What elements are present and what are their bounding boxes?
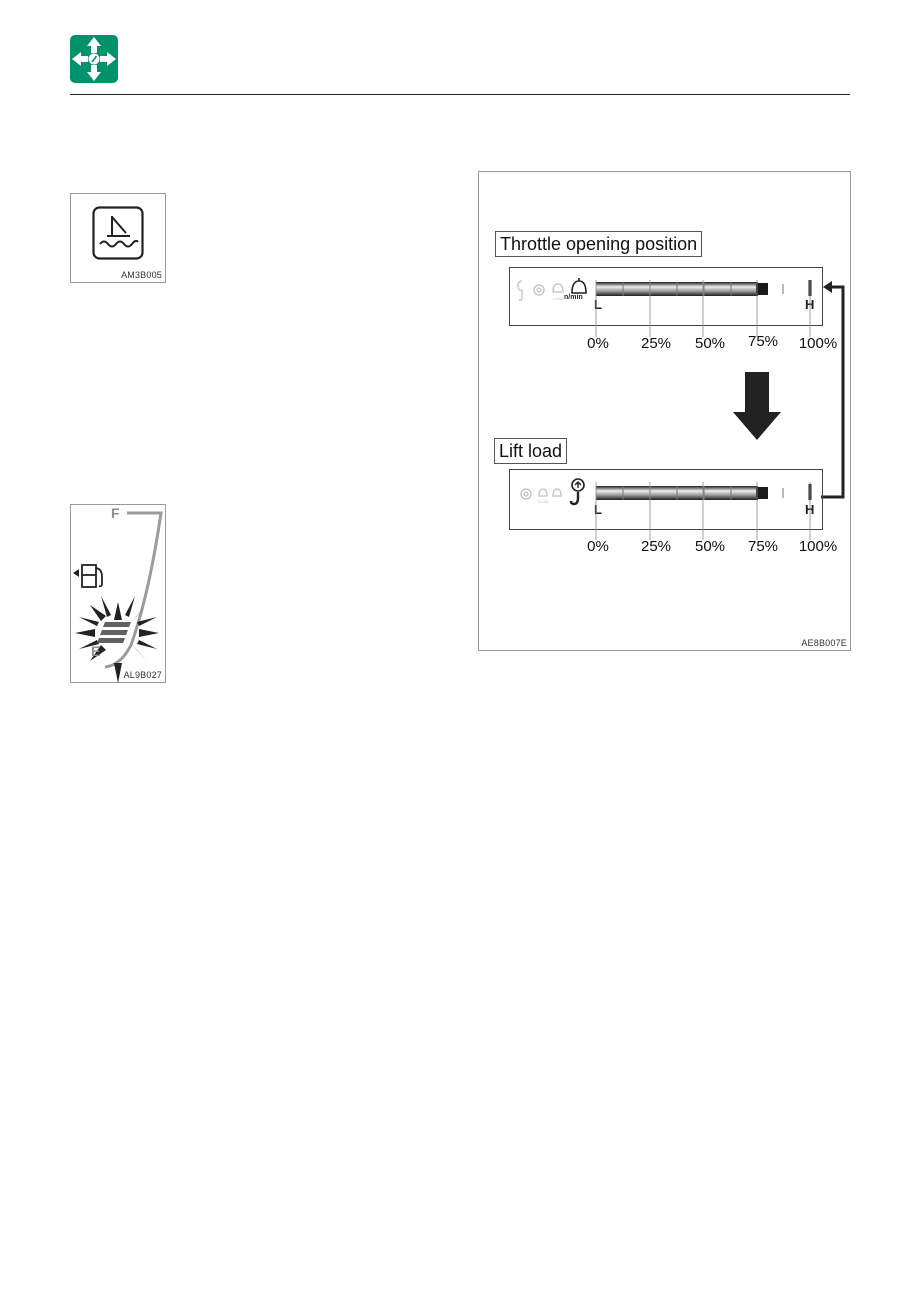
- svg-text:LOAD: LOAD: [553, 296, 564, 301]
- panel-title-lift-load: Lift load: [494, 438, 568, 464]
- fuel-empty-label: E: [91, 643, 101, 659]
- engine-speed-icon: [571, 278, 587, 294]
- figure-code: AL9B027: [123, 670, 162, 680]
- status-icons: LOAD: [517, 280, 564, 301]
- hydraulic-oil-temperature-icon: [92, 206, 144, 260]
- tick-label: 0%: [587, 538, 609, 555]
- low-label: L: [594, 297, 602, 312]
- fuel-gauge-diagram: [73, 511, 163, 683]
- status-icons: LOAD: [520, 488, 562, 504]
- low-label: L: [594, 502, 602, 517]
- tick-label: 25%: [640, 335, 672, 352]
- tick-label: 25%: [640, 538, 672, 555]
- tick-label: 0%: [587, 335, 609, 352]
- header-rule: [70, 94, 850, 95]
- tick-label: 100%: [798, 335, 838, 352]
- tick-label: 75%: [747, 333, 779, 350]
- level-pointer-icon: [73, 569, 79, 577]
- figure-code: AM3B005: [121, 270, 162, 280]
- throttle-diagram-figure: Throttle opening position LOAD n/min: [478, 171, 851, 651]
- tick-label: 75%: [747, 538, 779, 555]
- four-way-arrows-gauge-icon: [72, 37, 116, 81]
- panel-title-throttle: Throttle opening position: [495, 231, 703, 257]
- loop-back-arrow-icon: [821, 281, 845, 499]
- header-logo: [70, 35, 118, 83]
- lift-load-display-panel: LOAD L H: [509, 469, 823, 530]
- throttle-display-panel: LOAD n/min L H: [509, 267, 823, 326]
- tick-label: 50%: [694, 538, 726, 555]
- lift-load-tick-lines: [595, 482, 811, 540]
- figure-code: AE8B007E: [801, 638, 847, 648]
- svg-text:LOAD: LOAD: [538, 499, 549, 504]
- throttle-tick-lines: [595, 280, 811, 337]
- fuel-gauge-figure: F E AL9B027: [70, 504, 166, 683]
- hydraulic-oil-figure: AM3B005: [70, 193, 166, 283]
- fuel-pump-icon: [81, 564, 103, 588]
- fuel-full-label: F: [111, 505, 120, 521]
- tick-label: 100%: [798, 538, 838, 555]
- engine-speed-caption: n/min: [564, 294, 583, 301]
- tick-label: 50%: [694, 335, 726, 352]
- down-arrow-icon: [733, 372, 781, 440]
- lift-hook-icon: [569, 478, 585, 506]
